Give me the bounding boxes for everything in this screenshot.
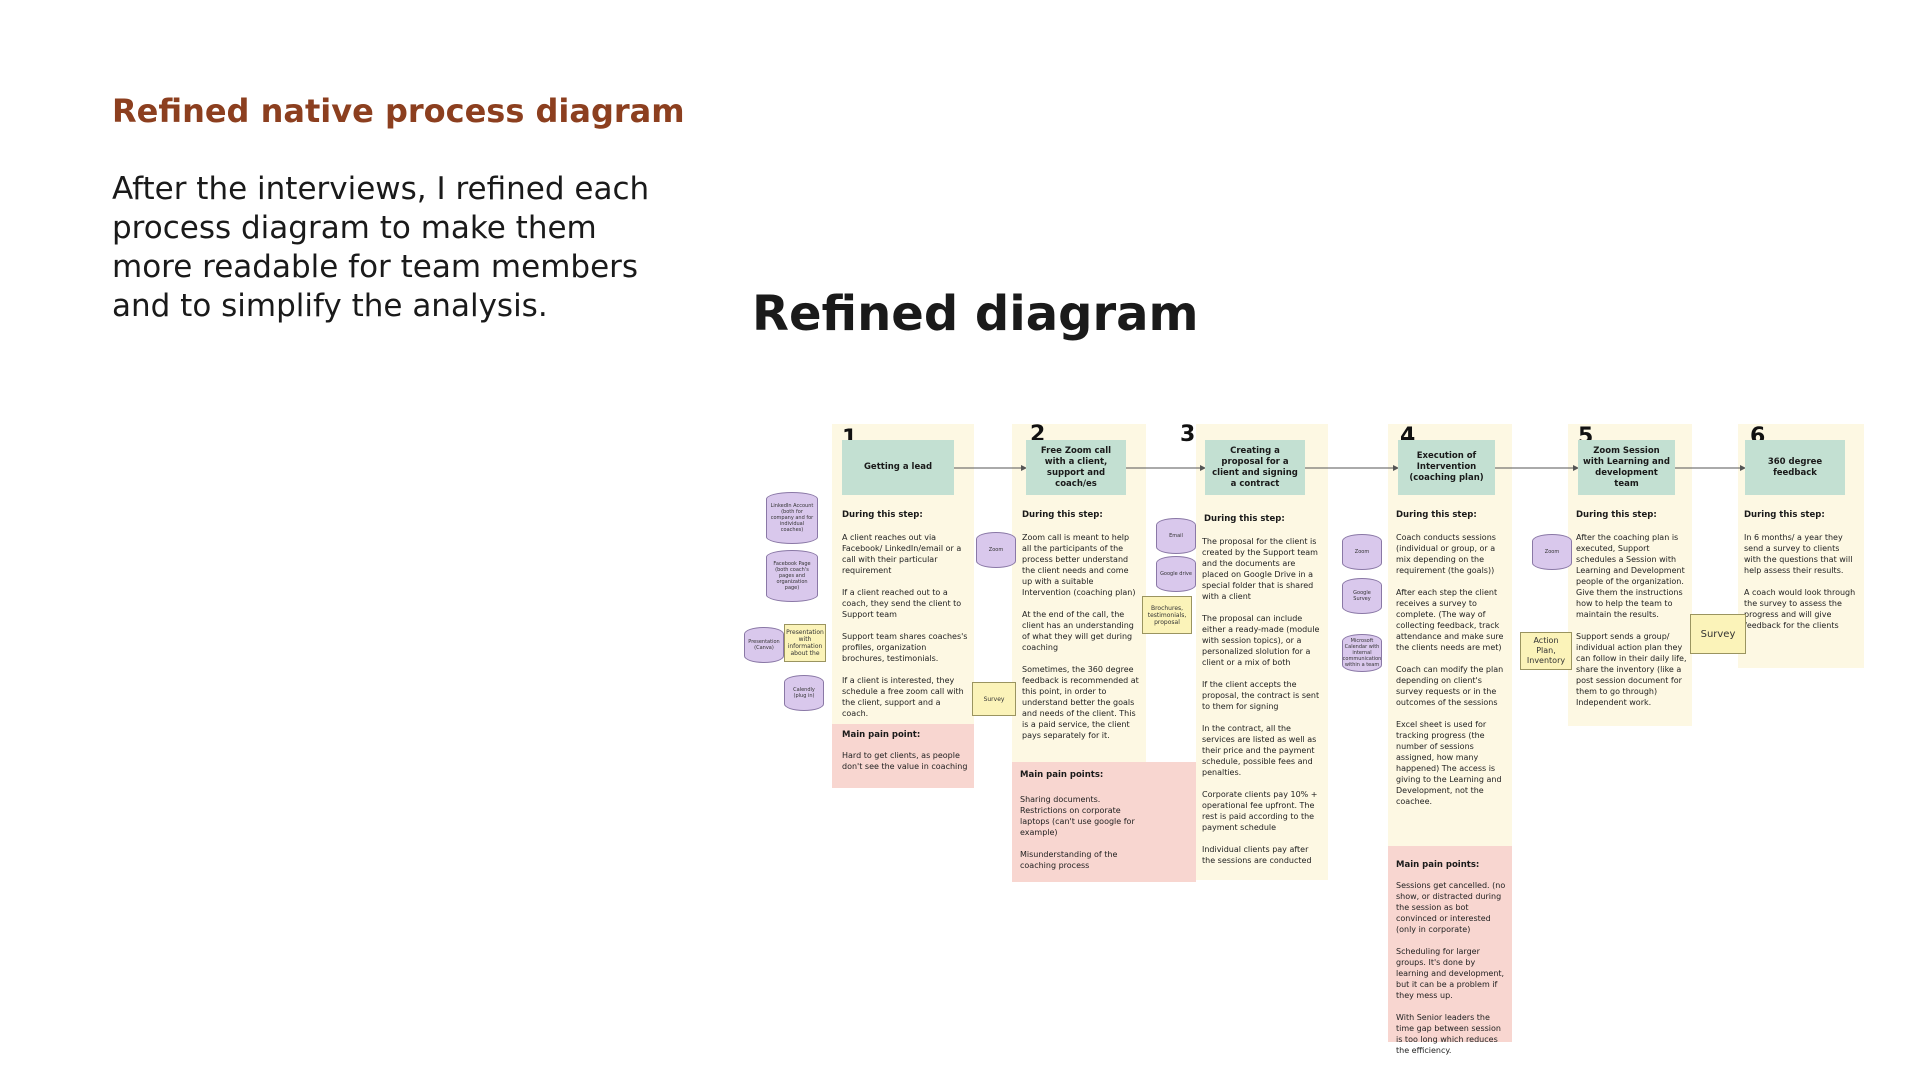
step-4-pain-label: Main pain points: [1396, 860, 1480, 870]
step-3-column [1196, 424, 1328, 880]
diagram-title: Refined diagram [752, 286, 1199, 342]
step-3-number: 3 [1180, 422, 1196, 447]
survey-doc: Survey [972, 682, 1016, 716]
step-1-text: A client reaches out via Facebook/ Linke… [842, 533, 968, 718]
step-6-box: 360 degree feedback [1745, 440, 1845, 495]
step-2-pain-area [1012, 762, 1196, 882]
step-2-during-label: During this step: [1022, 510, 1103, 520]
presentation-canva-cylinder: Presentation (Canva) [744, 627, 784, 663]
step-1-pain-label: Main pain point: [842, 730, 921, 740]
step-1-pain-area [832, 724, 974, 788]
step-5-during-label: During this step: [1576, 510, 1657, 520]
step-1-pain-text: Hard to get clients, as people don't see… [842, 751, 968, 771]
step-1-box: Getting a lead [842, 440, 954, 495]
step-4-text: Coach conducts sessions (individual or g… [1396, 533, 1504, 806]
email-cylinder: Email [1156, 518, 1196, 554]
google-drive-cylinder: Google drive [1156, 556, 1196, 592]
brochures-doc: Brochures, testimonials, proposal [1142, 596, 1192, 634]
step-2-box: Free Zoom call with a client, support an… [1026, 440, 1126, 495]
google-survey-cylinder: Google Survey [1342, 578, 1382, 614]
step-4-pain-text: Sessions get cancelled. (no show, or dis… [1396, 881, 1506, 1055]
step-6-during-label: During this step: [1744, 510, 1825, 520]
section-heading: Refined native process diagram [112, 92, 685, 130]
intro-paragraph: After the interviews, I refined each pro… [112, 171, 650, 324]
step-3-box: Creating a proposal for a client and sig… [1205, 440, 1305, 495]
zoom-cylinder: Zoom [976, 532, 1016, 568]
facebook-cylinder: Facebook Page (both coach's pages and or… [766, 550, 818, 602]
step-6-text: In 6 months/ a year they send a survey t… [1744, 533, 1856, 630]
step-2-pain-text: Sharing documents. Restrictions on corpo… [1020, 795, 1135, 870]
survey-doc-step6: Survey [1690, 614, 1746, 654]
presentation-info-doc: Presentation with information about the [784, 624, 826, 662]
step-5-box: Zoom Session with Learning and developme… [1578, 440, 1675, 495]
calendar-cylinder: Calendly (plug in) [784, 675, 824, 711]
step-4-box: Execution of Intervention (coaching plan… [1398, 440, 1495, 495]
step-2-pain-label: Main pain points: [1020, 770, 1104, 780]
ms-teams-cylinder: Microsoft Calendar with internal communi… [1342, 634, 1382, 672]
step-3-during-label: During this step: [1204, 514, 1285, 524]
zoom-cylinder-step5: Zoom [1532, 534, 1572, 570]
step-4-during-label: During this step: [1396, 510, 1477, 520]
zoom-cylinder-step4: Zoom [1342, 534, 1382, 570]
linkedin-cylinder: LinkedIn Account (both for company and f… [766, 492, 818, 544]
step-4-pain-area [1388, 846, 1512, 1042]
step-5-text: After the coaching plan is executed, Sup… [1576, 533, 1687, 707]
step-2-text: Zoom call is meant to help all the parti… [1022, 533, 1139, 740]
step-3-text: The proposal for the client is created b… [1202, 537, 1320, 865]
step-1-during-label: During this step: [842, 510, 923, 520]
action-plan-doc: Action Plan, Inventory [1520, 632, 1572, 670]
